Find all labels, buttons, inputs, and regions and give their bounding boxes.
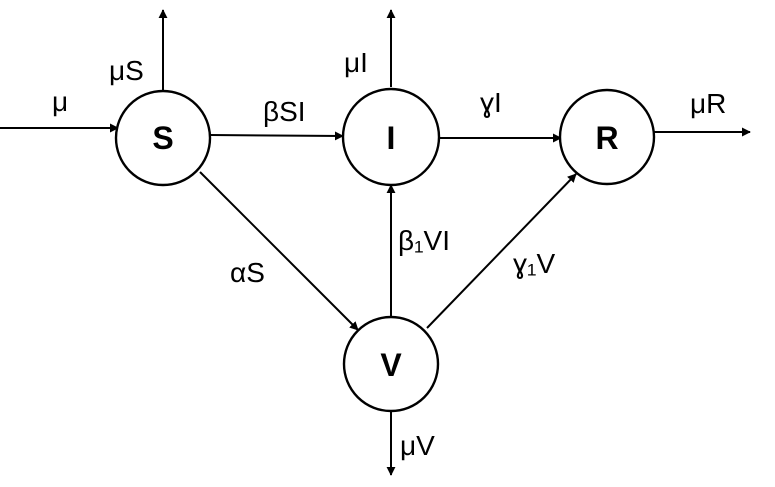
node-v-label: V — [380, 347, 402, 383]
node-i-label: I — [387, 120, 396, 156]
node-r-label: R — [595, 120, 618, 156]
node-r-circle — [558, 88, 656, 186]
node-i-circle — [341, 87, 441, 187]
label-mu-s: μS — [109, 55, 144, 86]
arrow-v-to-r — [426, 173, 577, 329]
label-mu-i: μI — [344, 47, 368, 78]
label-beta-si: βSI — [263, 96, 306, 127]
node-s-circle — [114, 89, 212, 187]
node-v-circle — [342, 315, 440, 413]
arrow-s-to-v — [199, 171, 359, 331]
arrow-s-to-i — [209, 131, 344, 141]
label-alpha-s: αS — [230, 257, 265, 288]
label-mu-r: μR — [690, 88, 726, 119]
label-mu-inflow: μ — [52, 86, 68, 117]
label-gamma1-v: ɣ₁V — [513, 248, 555, 279]
label-mu-v: μV — [400, 430, 435, 461]
label-gamma-i: ɣI — [480, 87, 502, 118]
node-s-label: S — [152, 120, 173, 156]
label-beta1-vi: β₁VI — [398, 225, 450, 256]
